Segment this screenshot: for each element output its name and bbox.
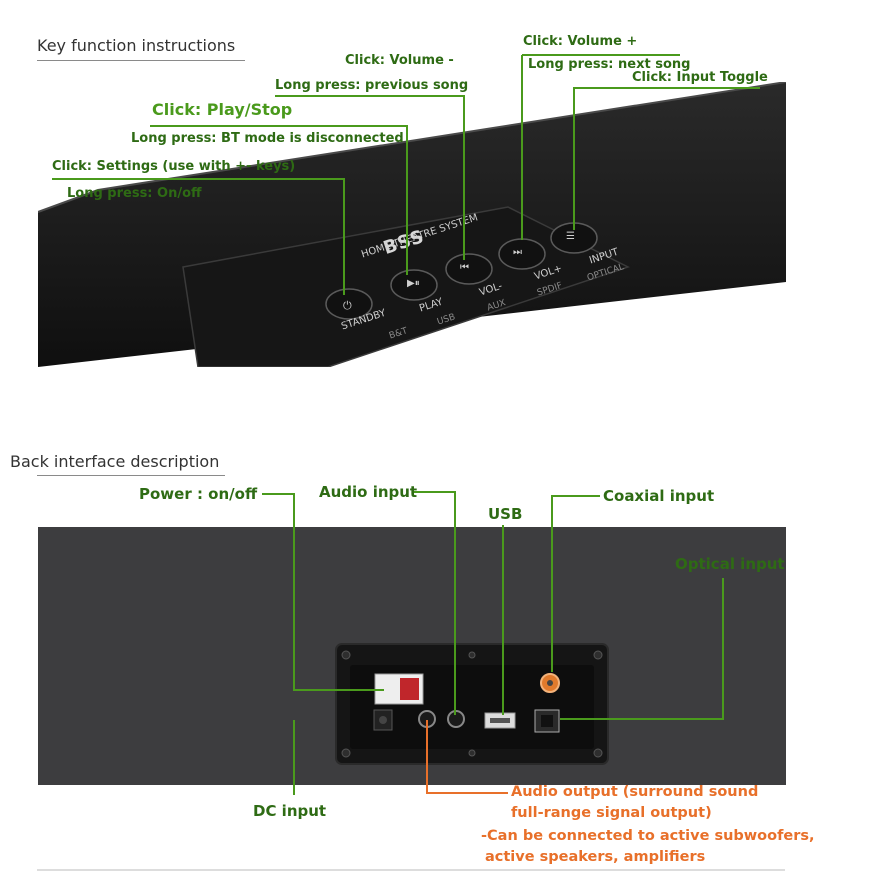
settings-click-label: Click: Settings (use with +- keys)	[52, 159, 296, 174]
audio-input-label: Audio input	[319, 483, 418, 501]
bottom-divider	[37, 869, 785, 871]
play-long-label: Long press: BT mode is disconnected	[131, 131, 404, 146]
soundbar-top-photo	[38, 82, 786, 367]
previous-icon: ⏮	[460, 262, 469, 273]
coaxial-input-label: Coaxial input	[603, 487, 715, 505]
back-interface-heading-underline	[37, 475, 225, 476]
play-click-label: Click: Play/Stop	[152, 100, 293, 119]
dc-input-label: DC input	[253, 802, 327, 820]
volume-plus-click-label: Click: Volume +	[523, 34, 638, 49]
settings-long-label: Long press: On/off	[67, 186, 202, 201]
optical-input-label: Optical input	[675, 555, 785, 573]
input-icon: ☰	[566, 231, 575, 242]
back-interface-heading: Back interface description	[10, 452, 220, 471]
audio-output-label-line3: -Can be connected to active subwoofers,	[481, 828, 815, 844]
power-icon: ⏻	[343, 299, 352, 312]
volume-plus-long-label: Long press: next song	[528, 57, 691, 72]
audio-output-label-line4: active speakers, amplifiers	[485, 849, 706, 865]
power-switch-label: Power : on/off	[139, 485, 258, 503]
play-pause-icon: ▶⏸	[407, 278, 420, 289]
soundbar-back-photo	[38, 527, 786, 785]
key-function-heading-underline	[37, 60, 245, 61]
usb-label: USB	[488, 505, 523, 523]
volume-minus-long-label: Long press: previous song	[275, 78, 469, 93]
next-icon: ⏭	[513, 247, 522, 258]
volume-minus-click-label: Click: Volume -	[345, 53, 454, 68]
key-function-heading: Key function instructions	[37, 36, 236, 55]
audio-output-label-line2: full-range signal output)	[511, 805, 712, 821]
input-toggle-click-label: Click: Input Toggle	[632, 70, 768, 85]
audio-output-label-line1: Audio output (surround sound	[511, 784, 759, 800]
